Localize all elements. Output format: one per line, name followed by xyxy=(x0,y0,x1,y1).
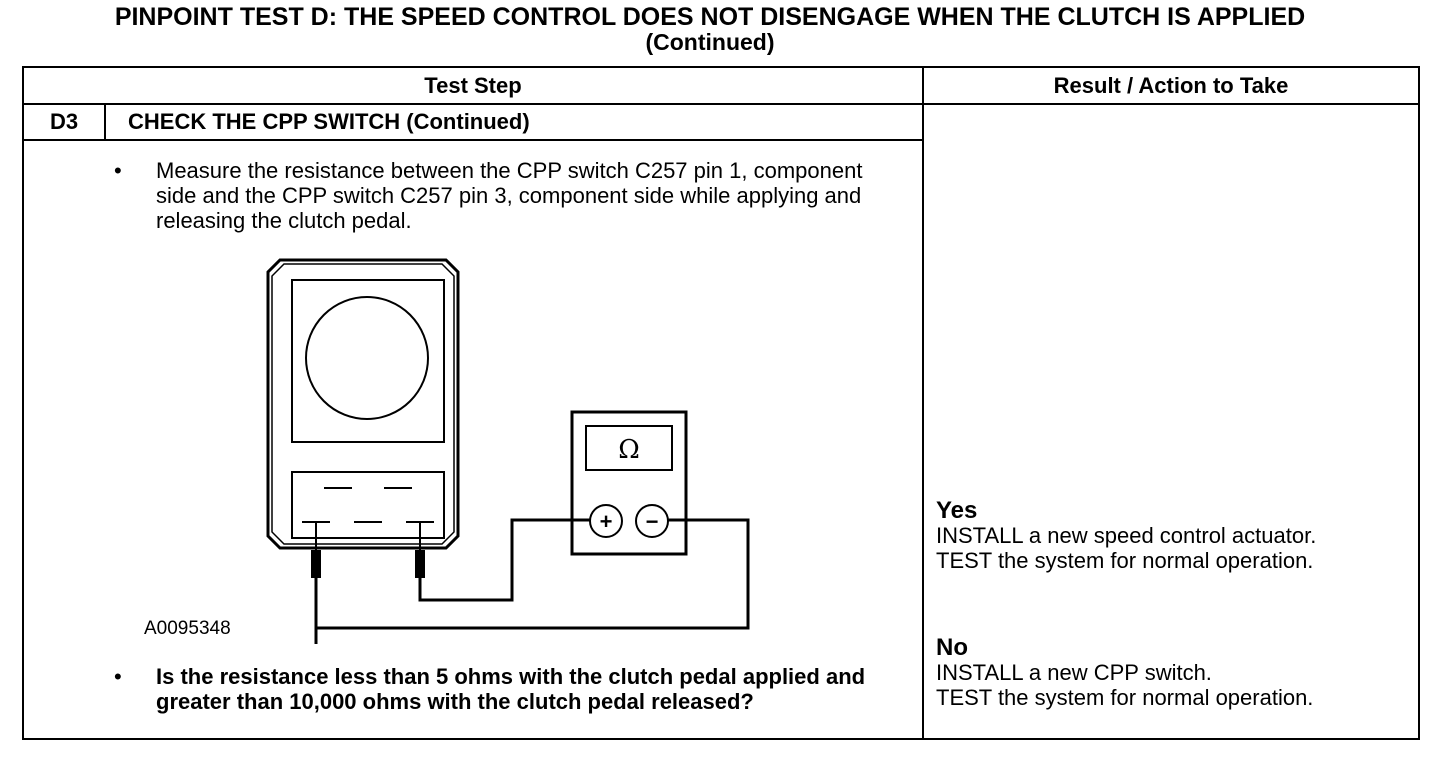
result-yes: Yes INSTALL a new speed control actuator… xyxy=(936,498,1316,573)
wire-negative xyxy=(314,518,750,630)
result-no: No INSTALL a new CPP switch. TEST the sy… xyxy=(936,635,1313,710)
ohmmeter-display xyxy=(585,425,673,471)
result-yes-label: Yes xyxy=(936,497,978,524)
result-yes-action-1: INSTALL a new speed control actuator. xyxy=(936,523,1317,548)
multimeter-diagram: Ω + − xyxy=(266,258,750,644)
probe-left xyxy=(311,550,321,578)
header-divider xyxy=(24,103,1418,105)
wire-positive xyxy=(418,518,590,602)
page-title: PINPOINT TEST D: THE SPEED CONTROL DOES … xyxy=(0,4,1420,54)
step-title: CHECK THE CPP SWITCH (Continued) xyxy=(128,109,530,134)
meter-lower-panel xyxy=(291,471,445,539)
meter-screen xyxy=(291,279,445,443)
column-header-result: Result / Action to Take xyxy=(1053,73,1289,98)
column-divider xyxy=(922,68,924,738)
step-row-divider xyxy=(24,139,922,141)
minus-sign: − xyxy=(646,509,659,534)
question-text: Is the resistance less than 5 ohms with … xyxy=(156,664,866,714)
meter-body-inner xyxy=(271,263,455,545)
title-main: PINPOINT TEST D: THE SPEED CONTROL DOES … xyxy=(114,3,1306,31)
figure-id: A0095348 xyxy=(144,618,231,639)
title-continued: (Continued) xyxy=(645,29,775,55)
result-yes-action-2: TEST the system for normal operation. xyxy=(936,548,1314,573)
result-no-action-1: INSTALL a new CPP switch. xyxy=(936,660,1212,685)
bullet-marker: • xyxy=(114,158,122,183)
column-header-test-step: Test Step xyxy=(424,73,522,98)
ohmmeter-body xyxy=(570,410,688,556)
probe-right xyxy=(415,550,425,578)
step-id-divider xyxy=(104,104,106,140)
ohm-symbol: Ω xyxy=(618,435,640,465)
pinpoint-test-table: Test Step Result / Action to Take D3 CHE… xyxy=(22,66,1420,740)
step-id: D3 xyxy=(49,109,79,134)
result-no-label: No xyxy=(936,634,968,661)
bullet-marker: • xyxy=(114,664,122,689)
plus-sign: + xyxy=(600,509,613,534)
meter-dial xyxy=(305,296,429,420)
result-no-action-2: TEST the system for normal operation. xyxy=(936,685,1314,710)
meter-body-outline xyxy=(266,258,460,550)
instruction-text: Measure the resistance between the CPP s… xyxy=(156,158,863,233)
